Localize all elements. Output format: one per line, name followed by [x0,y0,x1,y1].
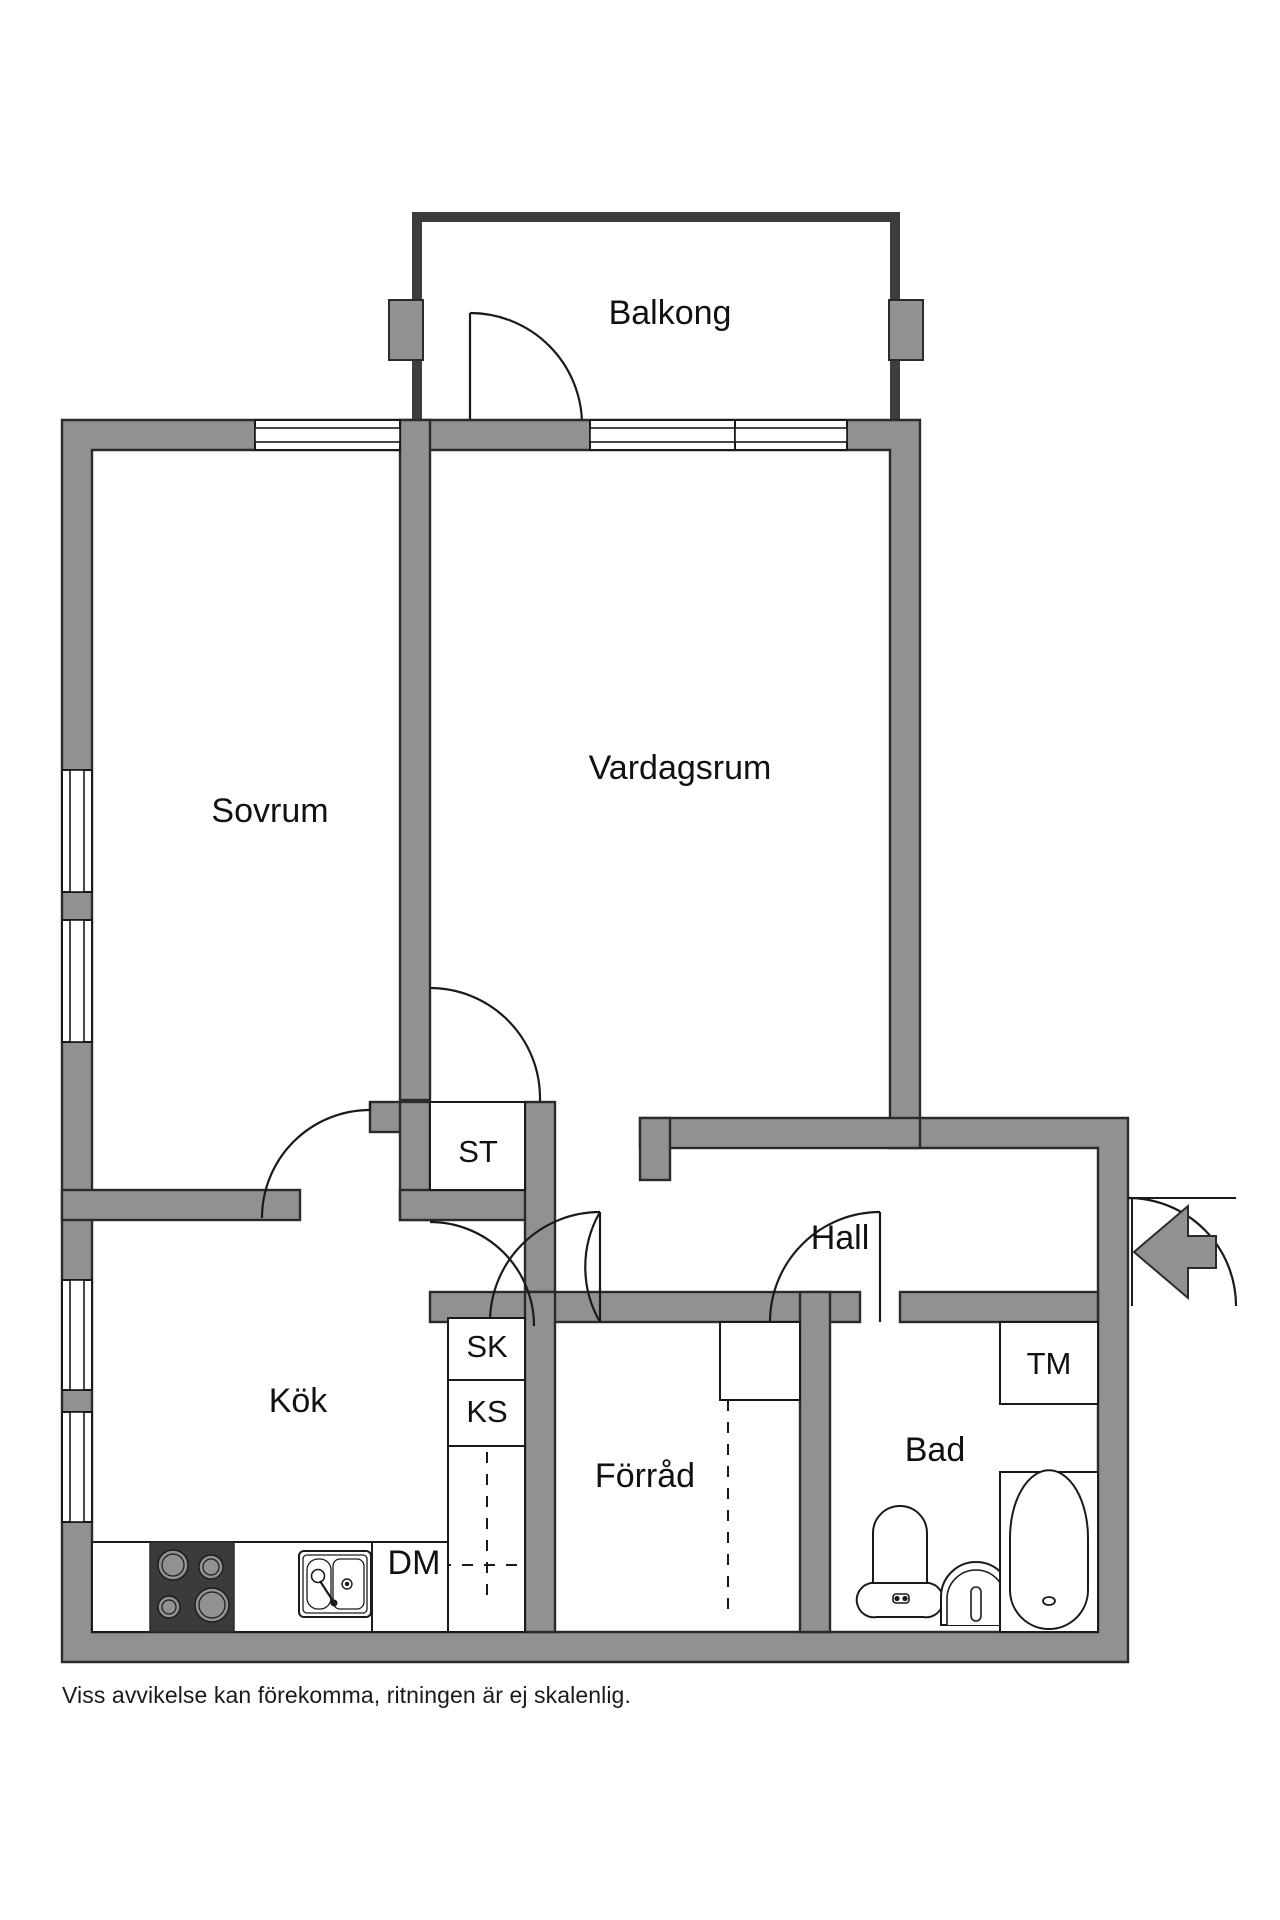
door-vardagsrum-sovrum [429,986,542,1102]
window-vardagsrum-left [589,419,739,451]
label-kok: Kök [269,1382,329,1420]
label-bad: Bad [905,1431,966,1469]
label-tm: TM [1027,1346,1072,1381]
entrance-arrow-icon [1132,1203,1217,1301]
door-swings [260,986,882,1327]
dishwasher-column [447,1445,526,1633]
window-group-left [61,769,93,1523]
balcony-outline [412,212,900,425]
label-ks: KS [466,1394,507,1429]
window-sovrum-top [254,419,401,451]
label-balkong: Balkong [609,294,732,332]
label-sk: SK [466,1329,508,1364]
window-group-top [254,419,848,451]
wash-basin [940,1561,1012,1626]
cabinet-boxes [429,1101,1099,1633]
door-sovrum [260,1102,372,1219]
entrance-door [1127,1196,1238,1307]
window-kok-left-lower [61,1411,93,1523]
window-sovrum-left-lower [61,919,93,1043]
label-forrad: Förråd [595,1457,695,1495]
stove-cooktop [149,1541,235,1633]
st-box [429,1101,526,1191]
toilet [855,1505,945,1619]
door-bad [768,1210,882,1323]
label-hall: Hall [811,1219,870,1257]
window-vardagsrum-right [734,419,848,451]
bathroom-fixtures [855,1469,1099,1633]
plan-caption: Viss avvikelse kan förekomma, ritningen … [62,1682,631,1708]
ks-box [447,1379,526,1447]
tm-box [999,1321,1099,1405]
door-forrad [488,1210,601,1323]
label-st: ST [458,1134,498,1169]
bathtub [999,1469,1099,1633]
balcony-door [468,311,584,426]
label-dm: DM [388,1544,441,1582]
forrad-shelf [719,1321,801,1610]
door-st [429,1220,536,1327]
label-sovrum: Sovrum [211,792,328,830]
label-vardagsrum: Vardagsrum [589,749,772,787]
window-sovrum-left-upper [61,769,93,893]
balcony-posts [388,299,924,361]
kitchen-sink [298,1550,372,1618]
room-labels: Balkong Sovrum Vardagsrum Hall Kök Förrå… [211,294,1071,1582]
appliance-dashed-lines [225,1452,525,1600]
wall-structure [60,418,1130,1664]
kitchen-counter [91,1541,449,1633]
window-kok-left-upper [61,1279,93,1391]
